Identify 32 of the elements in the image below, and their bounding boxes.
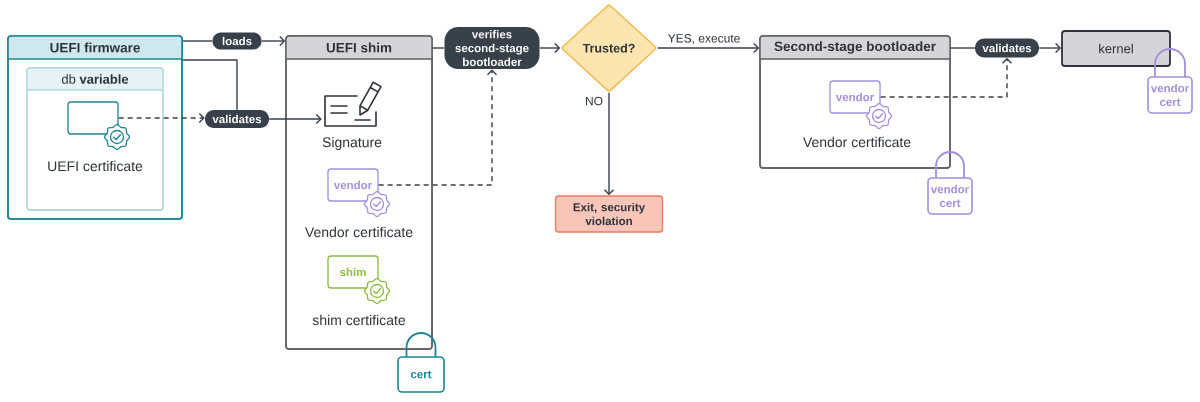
alert-box: Exit, security violation bbox=[554, 195, 664, 233]
arrow bbox=[603, 92, 615, 196]
node-label: shim certificate bbox=[312, 314, 406, 326]
connector-line bbox=[432, 47, 445, 49]
process-box: kernel bbox=[1061, 30, 1171, 67]
node-label: Vendor certificate bbox=[305, 226, 413, 238]
node-label: Vendor certificate bbox=[803, 136, 911, 148]
padlock: cert bbox=[397, 332, 445, 393]
arrow bbox=[657, 42, 760, 54]
arrow bbox=[1038, 42, 1062, 54]
action-pill: verifies second-stage bootloader bbox=[444, 27, 540, 69]
action-pill: validates bbox=[975, 38, 1039, 58]
edge-label: NO bbox=[583, 95, 605, 107]
certificate-card: shim bbox=[327, 255, 379, 289]
arrow bbox=[261, 35, 286, 47]
action-pill: loads bbox=[212, 32, 262, 50]
certificate-card: vendor bbox=[829, 80, 881, 114]
arrow bbox=[268, 113, 322, 125]
action-pill: validates bbox=[205, 110, 269, 128]
arrow bbox=[879, 57, 1013, 98]
padlock: vendor cert bbox=[927, 151, 973, 215]
certificate-card: vendor bbox=[327, 168, 379, 202]
node-label: UEFI certificate bbox=[48, 160, 143, 172]
edge-label: YES, execute bbox=[666, 32, 742, 46]
connector-line bbox=[950, 47, 976, 49]
node-label: Signature bbox=[322, 137, 382, 151]
padlock: vendor cert bbox=[1147, 48, 1193, 114]
arrow bbox=[539, 42, 561, 54]
connector-line bbox=[182, 40, 213, 42]
connector-line bbox=[182, 59, 238, 111]
arrow bbox=[377, 69, 498, 186]
arrow bbox=[117, 112, 205, 124]
